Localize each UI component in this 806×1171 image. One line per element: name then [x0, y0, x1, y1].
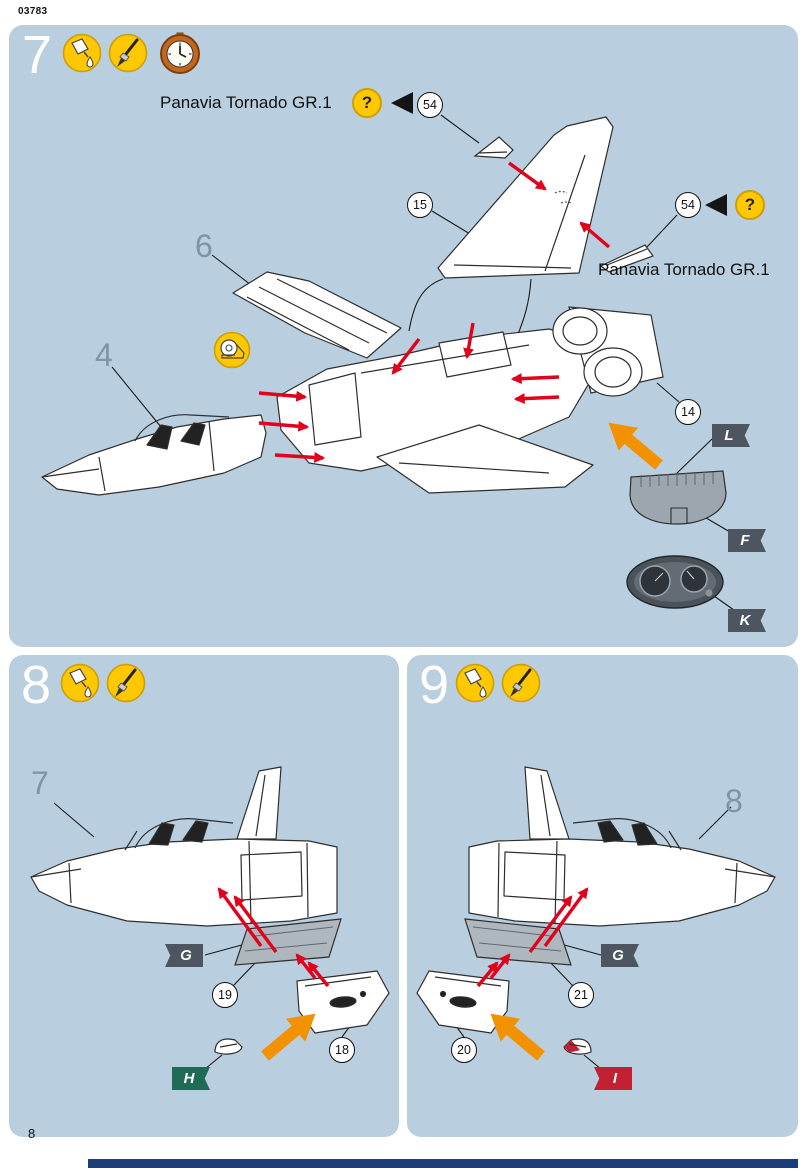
tail-fin-part [437, 116, 614, 279]
step7-assembly-diagram [41, 114, 743, 616]
fuselage-part [276, 328, 602, 494]
assembly-ref-6: 6 [195, 228, 213, 264]
wing-assembly [232, 271, 402, 359]
cockpit-assembly [41, 414, 267, 496]
flag-l: L [712, 424, 750, 447]
step9-panel: 9 8 G 21 20 I [407, 655, 798, 1137]
decal-arrow-icon [705, 194, 727, 216]
aircraft-assembly-7 [30, 766, 338, 927]
clock-icon [158, 31, 202, 80]
step8-assembly-diagram [30, 766, 390, 1070]
part-callout-54-right: 54 [675, 192, 701, 218]
footer-bar [88, 1159, 798, 1168]
small-part-h [214, 1038, 243, 1055]
orange-direction-arrow [490, 1013, 545, 1061]
flag-g: G [601, 944, 639, 967]
step7-number: 7 [22, 25, 53, 85]
page-number: 8 [28, 1126, 36, 1141]
flag-f: F [728, 529, 766, 552]
orange-direction-arrow [608, 422, 663, 470]
assembly-ref-8: 8 [725, 783, 743, 819]
small-part-i [563, 1038, 592, 1055]
floor-plate-part-19 [234, 918, 342, 966]
red-assembly-arrows [258, 161, 611, 463]
part-callout-20: 20 [451, 1037, 477, 1063]
decal-note-right-label: Panavia Tornado GR.1 [598, 260, 770, 279]
leader-lines [111, 114, 743, 616]
paint-brush-icon [108, 33, 148, 78]
flag-i: I [594, 1067, 632, 1090]
step9-assembly-diagram [416, 766, 776, 1070]
nose-door-part-20 [416, 970, 510, 1034]
exhaust-nozzles-part [552, 306, 664, 397]
floor-plate-part-21 [464, 918, 572, 966]
decal-question-icon: ? [352, 88, 382, 118]
aircraft-assembly-8 [468, 766, 776, 927]
glue-icon [455, 663, 495, 708]
decal-arrow-icon [391, 92, 413, 114]
fin-tip-parts [473, 136, 654, 273]
flag-h: H [172, 1067, 210, 1090]
engine-bulkhead-part [629, 470, 727, 525]
red-assembly-arrows [217, 887, 330, 988]
part-callout-54-top: 54 [417, 92, 443, 118]
glue-icon [60, 663, 100, 708]
paint-brush-icon [106, 663, 146, 708]
step8-number: 8 [21, 655, 52, 715]
part-callout-15: 15 [407, 192, 433, 218]
part-callout-18: 18 [329, 1037, 355, 1063]
flag-g: G [165, 944, 203, 967]
tape-icon [213, 331, 251, 374]
step7-panel: 7 Pa [9, 25, 798, 647]
nose-door-part-18 [296, 970, 390, 1034]
kit-number: 03783 [18, 6, 48, 17]
assembly-ref-4: 4 [95, 337, 113, 373]
assembly-ref-7: 7 [31, 765, 49, 801]
orange-direction-arrow [261, 1013, 316, 1061]
glue-icon [62, 33, 102, 78]
instrument-panel-part [626, 555, 724, 609]
step9-number: 9 [419, 655, 450, 715]
flag-k: K [728, 609, 766, 632]
red-assembly-arrows [476, 887, 589, 988]
decal-question-icon: ? [735, 190, 765, 220]
decal-note-top-label: Panavia Tornado GR.1 [160, 93, 332, 112]
part-callout-19: 19 [212, 982, 238, 1008]
part-callout-21: 21 [568, 982, 594, 1008]
paint-brush-icon [501, 663, 541, 708]
step8-panel: 8 7 G 19 18 H [9, 655, 399, 1137]
part-callout-14: 14 [675, 399, 701, 425]
